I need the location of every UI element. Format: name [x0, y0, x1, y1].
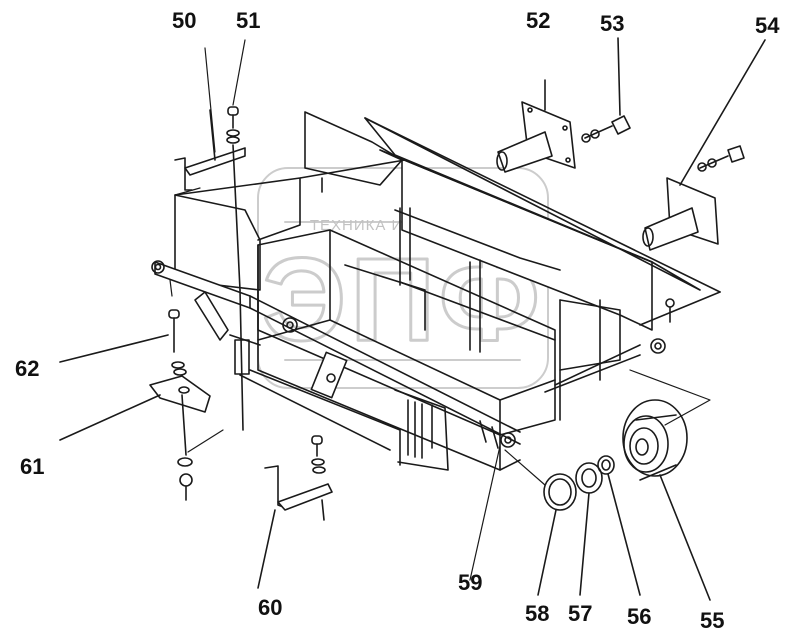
part-55-wheel [622, 399, 711, 601]
callout-51: 51 [236, 8, 261, 33]
part-56-washer [597, 455, 641, 596]
part-53-bolt [581, 37, 631, 143]
part-58-ring [537, 473, 577, 596]
left-arm [194, 291, 298, 341]
callout-54: 54 [755, 13, 780, 38]
part-57-washer [575, 462, 603, 596]
part-50-bracket [174, 109, 246, 191]
callout-50: 50 [172, 8, 197, 33]
callout-62: 62 [15, 356, 40, 381]
callout-57: 57 [568, 601, 593, 626]
part-62-bolt [59, 309, 187, 376]
part-60-bracket [257, 435, 333, 589]
bottom-members [239, 369, 449, 471]
callout-59: 59 [458, 570, 483, 595]
left-beam [151, 260, 521, 449]
alignment-lines [169, 39, 711, 581]
callout-56: 56 [627, 604, 652, 629]
callout-55: 55 [700, 608, 725, 633]
callout-60: 60 [258, 595, 283, 620]
grease-fitting [665, 298, 675, 323]
part-52-stub-axle [496, 79, 576, 173]
callout-52: 52 [526, 8, 551, 33]
callout-61: 61 [20, 454, 45, 479]
callout-53: 53 [600, 11, 625, 36]
part-54-stub-axle [642, 39, 766, 251]
part-51-bolt [226, 106, 244, 431]
callout-58: 58 [525, 601, 550, 626]
rear-panel [304, 111, 721, 331]
part-61-clamp [59, 375, 211, 501]
cradle-frame [257, 207, 666, 471]
